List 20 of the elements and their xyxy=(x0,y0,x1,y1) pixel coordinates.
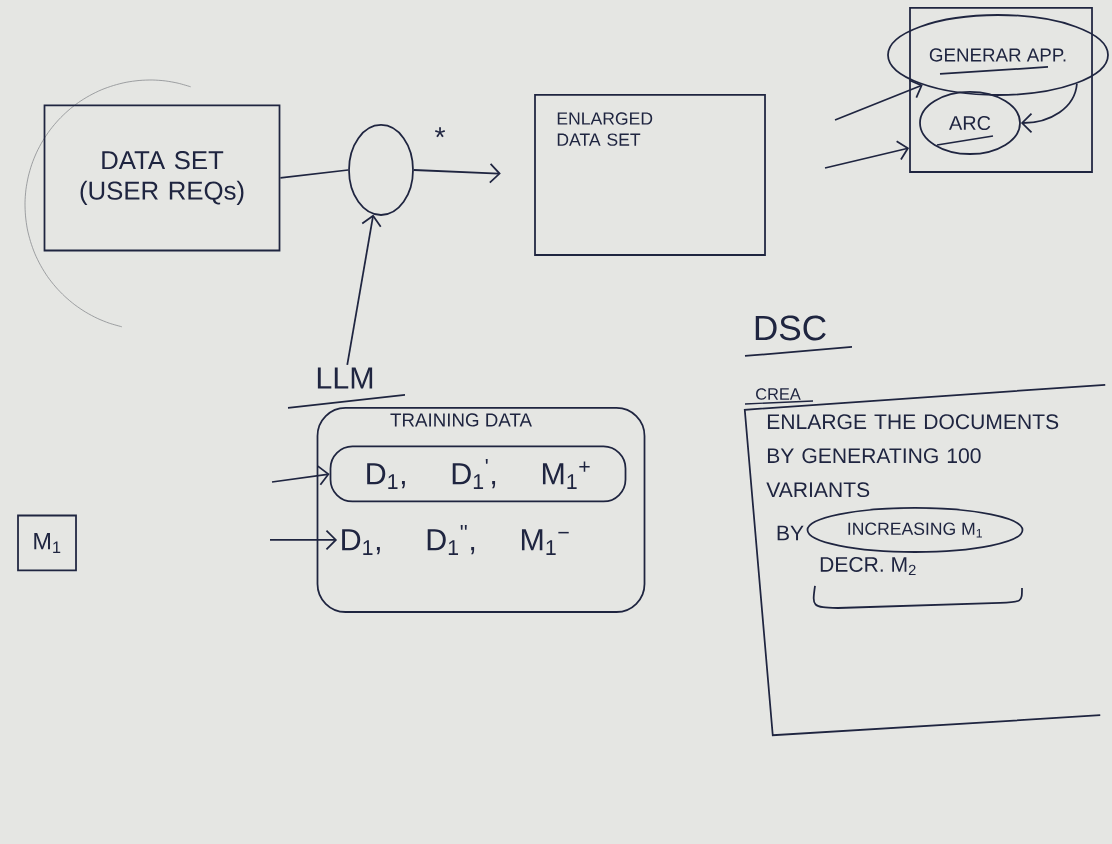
edge-label: * xyxy=(435,127,446,138)
handwritten-label: LLM xyxy=(317,367,373,389)
arrow xyxy=(271,465,330,486)
formula-text: D$_{1}$, D$_{1}$$^{''}$, M$_{1}$− xyxy=(342,525,569,555)
note-text: DECR. M$_{2}$ xyxy=(820,556,916,576)
rectangle xyxy=(909,7,1093,173)
arrow xyxy=(834,79,923,121)
text-box: ENLARGED DATA SET xyxy=(534,94,766,256)
arrow xyxy=(824,140,910,169)
struck-text: CREA xyxy=(744,388,814,405)
rounded-box: D$_{1}$, D$_{1}$$^{'}$, M$_{1}$+ xyxy=(329,445,627,503)
arrow xyxy=(413,162,501,184)
arrow xyxy=(346,214,382,366)
note-text: BY xyxy=(777,525,804,541)
arrow xyxy=(269,529,338,551)
line xyxy=(279,169,349,179)
text-box: DATA SET (USER REQs) xyxy=(43,104,281,252)
text-box: M$_{1}$ xyxy=(17,514,77,572)
ellipse xyxy=(348,124,414,216)
heading: DSC xyxy=(755,315,826,341)
